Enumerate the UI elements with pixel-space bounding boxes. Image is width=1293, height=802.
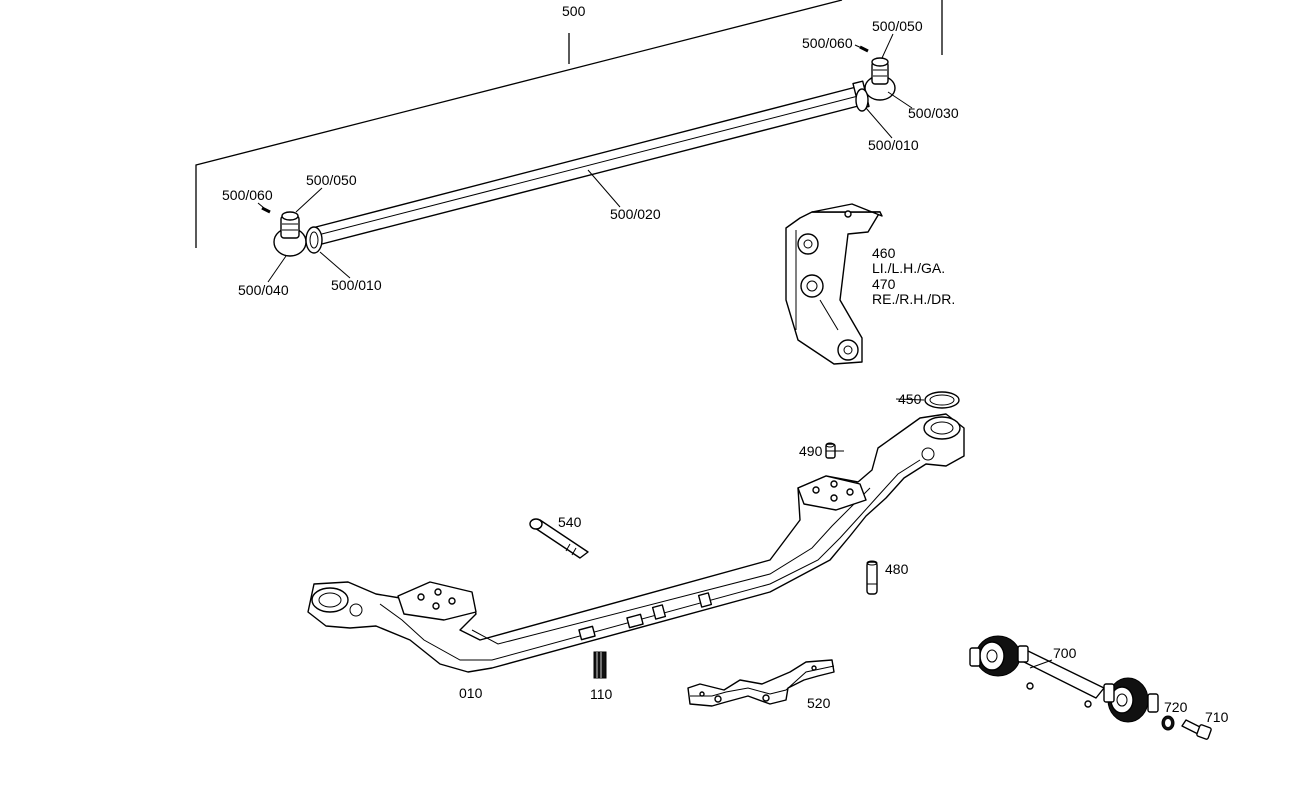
leader-lines-500 — [257, 33, 913, 283]
stabilizer-link-700[interactable] — [969, 635, 1159, 723]
label-500-050-right: 500/050 — [872, 18, 923, 34]
label-500-060-right: 500/060 — [802, 35, 853, 51]
label-520: 520 — [807, 695, 831, 711]
label-500-060-left: 500/060 — [222, 187, 273, 203]
axle-beam-010[interactable] — [307, 413, 965, 673]
label-460: 460 — [872, 245, 896, 261]
shim-110[interactable] — [593, 651, 607, 679]
label-010: 010 — [459, 685, 483, 701]
leader-lines-parts — [826, 398, 1053, 669]
bolt-710[interactable] — [1181, 719, 1212, 740]
label-490: 490 — [799, 443, 823, 459]
label-470: 470 — [872, 276, 896, 292]
label-700: 700 — [1053, 645, 1077, 661]
label-470-desc: RE./R.H./DR. — [872, 291, 955, 307]
bracket-460-470[interactable] — [785, 203, 883, 365]
label-500-050-left: 500/050 — [306, 172, 357, 188]
tie-rod-500-020[interactable] — [311, 85, 867, 246]
label-450: 450 — [898, 391, 922, 407]
label-500: 500 — [562, 3, 586, 19]
bracket-520[interactable] — [687, 659, 835, 707]
label-480: 480 — [885, 561, 909, 577]
label-500-010-left: 500/010 — [331, 277, 382, 293]
assembly-500-bracket — [195, 0, 943, 248]
clamp-500-010-left[interactable] — [305, 226, 323, 254]
label-460-desc: LI./L.H./GA. — [872, 260, 945, 276]
label-710: 710 — [1205, 709, 1229, 725]
clamp-500-010-right[interactable] — [855, 88, 869, 112]
cotter-pin-500-060-left[interactable] — [261, 206, 271, 214]
label-720: 720 — [1164, 699, 1188, 715]
label-500-010-right: 500/010 — [868, 137, 919, 153]
part-labels: 500 500/050 500/060 500/030 500/010 500/… — [222, 3, 1229, 725]
label-500-030: 500/030 — [908, 105, 959, 121]
tie-rod-end-500-040[interactable] — [273, 211, 307, 257]
washer-450[interactable] — [924, 391, 960, 409]
pin-480[interactable] — [866, 560, 878, 595]
bolt-540[interactable] — [529, 518, 589, 559]
label-110: 110 — [590, 686, 613, 702]
label-500-040: 500/040 — [238, 282, 289, 298]
label-540: 540 — [558, 514, 582, 530]
washer-720[interactable] — [1161, 715, 1175, 731]
label-500-020: 500/020 — [610, 206, 661, 222]
